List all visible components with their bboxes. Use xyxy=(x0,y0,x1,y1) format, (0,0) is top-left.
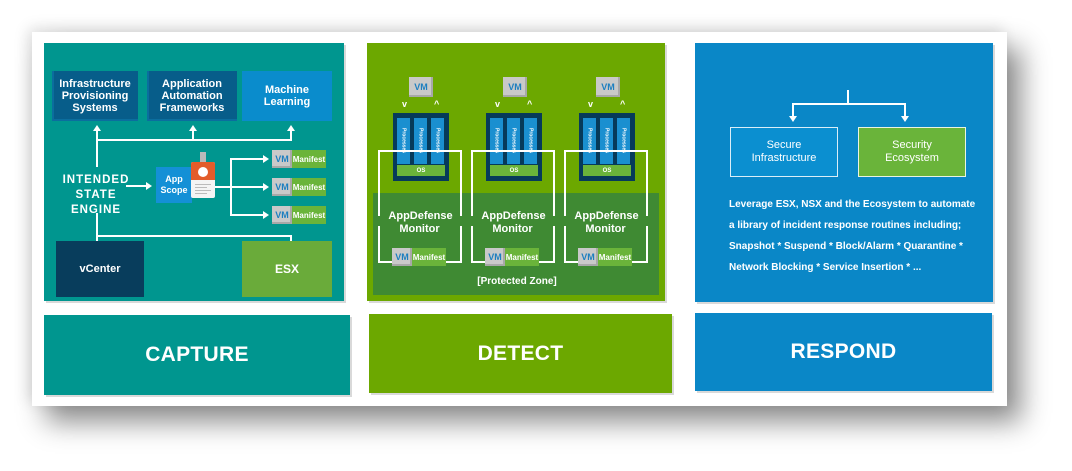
connector-line xyxy=(96,235,292,237)
vm-label: VM xyxy=(272,178,292,196)
engine-line: INTENDED xyxy=(62,174,130,186)
manifest-label: Manifest xyxy=(292,178,326,196)
engine-line: STATE xyxy=(75,189,117,201)
vm-manifest-chip: VM Manifest xyxy=(485,248,539,266)
app-scope-box: App Scope xyxy=(156,167,192,203)
vm-manifest-chip: VM Manifest xyxy=(578,248,632,266)
appdefense-monitor-label: AppDefense Monitor xyxy=(387,210,453,235)
connector-line xyxy=(290,235,292,243)
down-caret-icon: v xyxy=(402,99,408,109)
connector-line xyxy=(792,103,794,117)
connector-line xyxy=(792,103,906,105)
vm-manifest-chip: VM Manifest xyxy=(392,248,446,266)
engine-line: ENGINE xyxy=(70,204,122,216)
connector-line xyxy=(847,90,849,104)
host-os-stack: Processes Processes Processes OS xyxy=(579,113,635,181)
processes-block: Processes xyxy=(507,118,520,164)
manifest-label: Manifest xyxy=(292,150,326,168)
connector-line xyxy=(230,214,264,216)
vm-icon: VM xyxy=(596,77,620,97)
connector-line xyxy=(230,186,264,188)
vm-icon: VM xyxy=(409,77,433,97)
capture-label: CAPTURE xyxy=(44,315,350,395)
up-caret-icon: ^ xyxy=(434,99,440,109)
connector-line xyxy=(904,103,906,117)
down-caret-icon: v xyxy=(588,99,594,109)
manifest-label: Manifest xyxy=(598,248,632,266)
respond-panel: Secure Infrastructure Security Ecosystem… xyxy=(695,43,993,302)
id-badge-icon xyxy=(191,152,215,198)
monitor-bracket xyxy=(564,150,648,216)
down-caret-icon: v xyxy=(495,99,501,109)
monitor-bracket xyxy=(378,150,462,216)
respond-label: RESPOND xyxy=(695,313,992,391)
connector-line xyxy=(96,139,292,141)
connector-line xyxy=(290,131,292,140)
vm-manifest-chip: VM Manifest xyxy=(272,206,326,224)
machine-learning-box: Machine Learning xyxy=(242,71,332,121)
secure-infrastructure-box: Secure Infrastructure xyxy=(730,127,838,177)
arrow-down-icon xyxy=(901,116,909,122)
appdefense-monitor-label: AppDefense Monitor xyxy=(480,210,546,235)
processes-block: Processes xyxy=(600,118,613,164)
manifest-label: Manifest xyxy=(505,248,539,266)
vm-label: VM xyxy=(272,150,292,168)
arrow-right-icon xyxy=(263,155,269,163)
processes-block: Processes xyxy=(583,118,596,164)
os-block: OS xyxy=(397,165,445,176)
detect-label: DETECT xyxy=(369,314,672,393)
vcenter-box: vCenter xyxy=(56,241,144,297)
infrastructure-provisioning-box: Infrastructure Provisioning Systems xyxy=(52,71,138,121)
processes-block: Processes xyxy=(524,118,537,164)
processes-block: Processes xyxy=(490,118,503,164)
vm-label: VM xyxy=(392,248,412,266)
detect-panel: VM v ^ Processes Processes Processes OS … xyxy=(367,43,665,301)
os-block: OS xyxy=(490,165,538,176)
arrow-right-icon xyxy=(263,211,269,219)
vm-icon: VM xyxy=(503,77,527,97)
vm-label: VM xyxy=(272,206,292,224)
host-os-stack: Processes Processes Processes OS xyxy=(486,113,542,181)
intended-state-engine: INTENDED STATE ENGINE xyxy=(56,173,136,218)
processes-block: Processes xyxy=(431,118,444,164)
security-ecosystem-box: Security Ecosystem xyxy=(858,127,966,177)
vm-label: VM xyxy=(578,248,598,266)
vm-label: VM xyxy=(485,248,505,266)
connector-line xyxy=(192,131,194,140)
connector-line xyxy=(126,185,146,187)
host-os-stack: Processes Processes Processes OS xyxy=(393,113,449,181)
protected-zone-label: [Protected Zone] xyxy=(477,276,557,287)
connector-line xyxy=(230,158,264,160)
arrow-up-icon xyxy=(189,125,197,131)
arrow-down-icon xyxy=(789,116,797,122)
diagram-sheet: Infrastructure Provisioning Systems Appl… xyxy=(32,32,1007,406)
connector-line xyxy=(96,213,98,245)
up-caret-icon: ^ xyxy=(527,99,533,109)
processes-block: Processes xyxy=(414,118,427,164)
processes-block: Processes xyxy=(617,118,630,164)
monitor-bracket xyxy=(471,150,555,216)
connector-line xyxy=(96,131,98,167)
arrow-up-icon xyxy=(93,125,101,131)
vm-manifest-chip: VM Manifest xyxy=(272,178,326,196)
respond-description: Leverage ESX, NSX and the Ecosystem to a… xyxy=(729,199,976,273)
appdefense-monitor-label: AppDefense Monitor xyxy=(573,210,639,235)
vm-manifest-chip: VM Manifest xyxy=(272,150,326,168)
application-automation-box: Application Automation Frameworks xyxy=(147,71,237,121)
arrow-right-icon xyxy=(146,182,152,190)
arrow-right-icon xyxy=(263,183,269,191)
up-caret-icon: ^ xyxy=(620,99,626,109)
processes-block: Processes xyxy=(397,118,410,164)
manifest-label: Manifest xyxy=(292,206,326,224)
os-block: OS xyxy=(583,165,631,176)
arrow-up-icon xyxy=(287,125,295,131)
capture-panel: Infrastructure Provisioning Systems Appl… xyxy=(44,43,344,301)
esx-box: ESX xyxy=(242,241,332,297)
connector-line xyxy=(215,186,231,188)
manifest-label: Manifest xyxy=(412,248,446,266)
